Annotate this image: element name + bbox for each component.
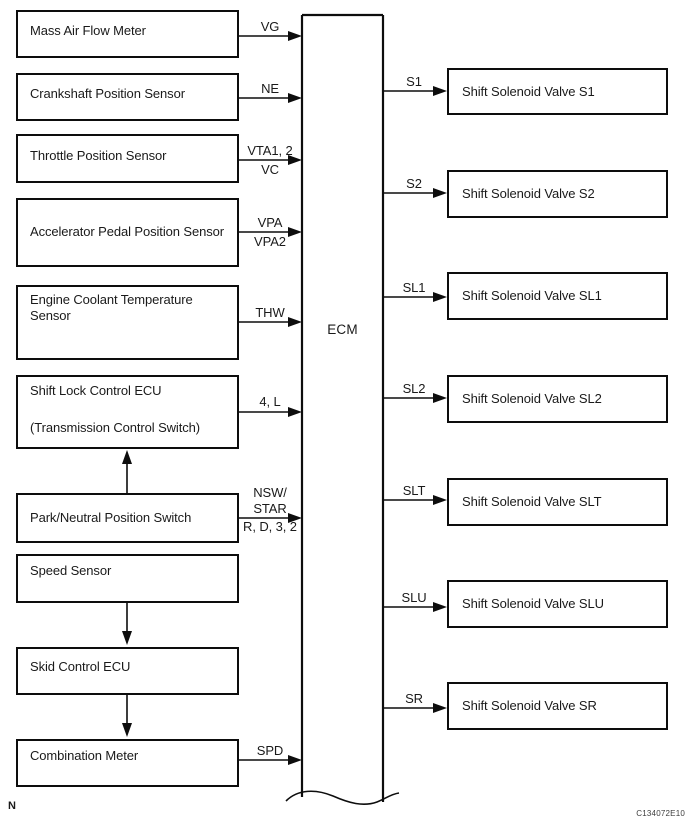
inter-box-wires xyxy=(122,450,132,737)
signal-label-vpa2: VPA2 xyxy=(254,234,286,249)
wire-slu xyxy=(383,602,447,612)
box-label: Shift Solenoid Valve S1 xyxy=(462,83,595,99)
output-box-shift-solenoid-valve-sr: Shift Solenoid Valve SR xyxy=(447,682,668,730)
signal-label-vta12: VTA1, 2 xyxy=(247,143,293,158)
output-wires xyxy=(383,86,447,713)
box-label: Shift Solenoid Valve SR xyxy=(462,698,597,713)
output-box-shift-solenoid-valve-s1: Shift Solenoid Valve S1 xyxy=(447,68,668,115)
output-box-shift-solenoid-valve-sl1: Shift Solenoid Valve SL1 xyxy=(447,272,668,320)
input-box-shift-lock-control-ecu: Shift Lock Control ECU (Transmission Con… xyxy=(16,375,239,449)
signal-label-star: STAR xyxy=(253,501,287,516)
signal-label-s2: S2 xyxy=(406,176,422,191)
output-box-shift-solenoid-valve-sl2: Shift Solenoid Valve SL2 xyxy=(447,375,668,423)
signal-label-rd32: R, D, 3, 2 xyxy=(243,519,297,534)
signal-label-vc: VC xyxy=(261,162,279,177)
input-box-speed-sensor: Speed Sensor xyxy=(16,554,239,603)
box-label: Park/Neutral Position Switch xyxy=(30,510,192,525)
wire-slt xyxy=(383,495,447,505)
signal-label-slt: SLT xyxy=(402,483,426,498)
wire-ne xyxy=(239,93,302,103)
box-label: Shift Solenoid Valve SL2 xyxy=(462,391,602,406)
wire-s1 xyxy=(383,86,447,96)
output-box-shift-solenoid-valve-s2: Shift Solenoid Valve S2 xyxy=(447,170,668,218)
wire-s2 xyxy=(383,188,447,198)
box-label: Skid Control ECU xyxy=(30,659,131,674)
corner-note: N xyxy=(8,800,16,812)
wire-vg xyxy=(239,31,302,41)
wire-skid-to-combination xyxy=(122,695,132,737)
box-label: Shift Solenoid Valve SL1 xyxy=(462,288,602,303)
figure-id: C134072E10 xyxy=(636,809,685,818)
signal-label-s1: S1 xyxy=(406,74,422,89)
wire-4l xyxy=(239,407,302,417)
signal-label-spd: SPD xyxy=(256,743,284,758)
signal-label-thw: THW xyxy=(255,305,285,320)
output-box-shift-solenoid-valve-slu: Shift Solenoid Valve SLU xyxy=(447,580,668,628)
wire-nsw xyxy=(239,513,302,523)
box-label: Shift Solenoid Valve S2 xyxy=(462,186,595,201)
input-box-mass-air-flow-meter: Mass Air Flow Meter xyxy=(16,10,239,58)
input-box-throttle-position-sensor: Throttle Position Sensor xyxy=(16,134,239,183)
input-box-crankshaft-position-sensor: Crankshaft Position Sensor xyxy=(16,73,239,121)
wire-thw xyxy=(239,317,302,327)
signal-label-sl2: SL2 xyxy=(402,381,426,396)
wire-sr xyxy=(383,703,447,713)
input-box-park-neutral-position-switch: Park/Neutral Position Switch xyxy=(16,493,239,543)
box-label: Throttle Position Sensor xyxy=(30,148,167,163)
input-wires xyxy=(239,31,302,765)
signal-label-sl1: SL1 xyxy=(402,280,426,295)
input-box-accelerator-pedal-position-sensor: Accelerator Pedal Position Sensor xyxy=(16,198,239,267)
box-label: Speed Sensor xyxy=(30,563,112,578)
signal-label-ne: NE xyxy=(261,81,279,96)
wire-sl2 xyxy=(383,393,447,403)
box-label: Shift Solenoid Valve SLT xyxy=(462,494,602,509)
signal-label-vg: VG xyxy=(260,19,280,34)
signal-label-nsw: NSW/ xyxy=(253,485,287,500)
wire-vpa xyxy=(239,227,302,237)
input-box-skid-control-ecu: Skid Control ECU xyxy=(16,647,239,695)
signal-label-4l: 4, L xyxy=(259,394,281,409)
wire-vta-vc xyxy=(239,155,302,165)
wire-sl1 xyxy=(383,292,447,302)
wire-spd xyxy=(239,755,302,765)
box-label: Combination Meter xyxy=(30,748,139,763)
box-label: Accelerator Pedal Position Sensor xyxy=(30,224,224,239)
box-label: Crankshaft Position Sensor xyxy=(30,86,185,101)
box-label: Shift Lock Control ECU xyxy=(30,383,162,398)
signal-label-slu: SLU xyxy=(401,590,427,605)
box-label: Shift Solenoid Valve SLU xyxy=(462,596,604,611)
input-box-combination-meter: Combination Meter xyxy=(16,739,239,787)
signal-label-vpa: VPA xyxy=(257,215,283,230)
signal-label-sr: SR xyxy=(405,691,423,706)
wire-park-to-shiftlock xyxy=(122,450,132,493)
box-label: Mass Air Flow Meter xyxy=(30,23,146,38)
input-box-engine-coolant-temperature-sensor: Engine Coolant Temperature Sensor xyxy=(16,285,239,360)
box-sublabel: (Transmission Control Switch) xyxy=(30,420,200,435)
box-label: Engine Coolant Temperature Sensor xyxy=(30,292,193,323)
ecm-box-outline xyxy=(285,13,400,805)
ecm-box-label: ECM xyxy=(327,322,358,337)
wire-speed-to-skid xyxy=(122,603,132,645)
output-box-shift-solenoid-valve-slt: Shift Solenoid Valve SLT xyxy=(447,478,668,526)
